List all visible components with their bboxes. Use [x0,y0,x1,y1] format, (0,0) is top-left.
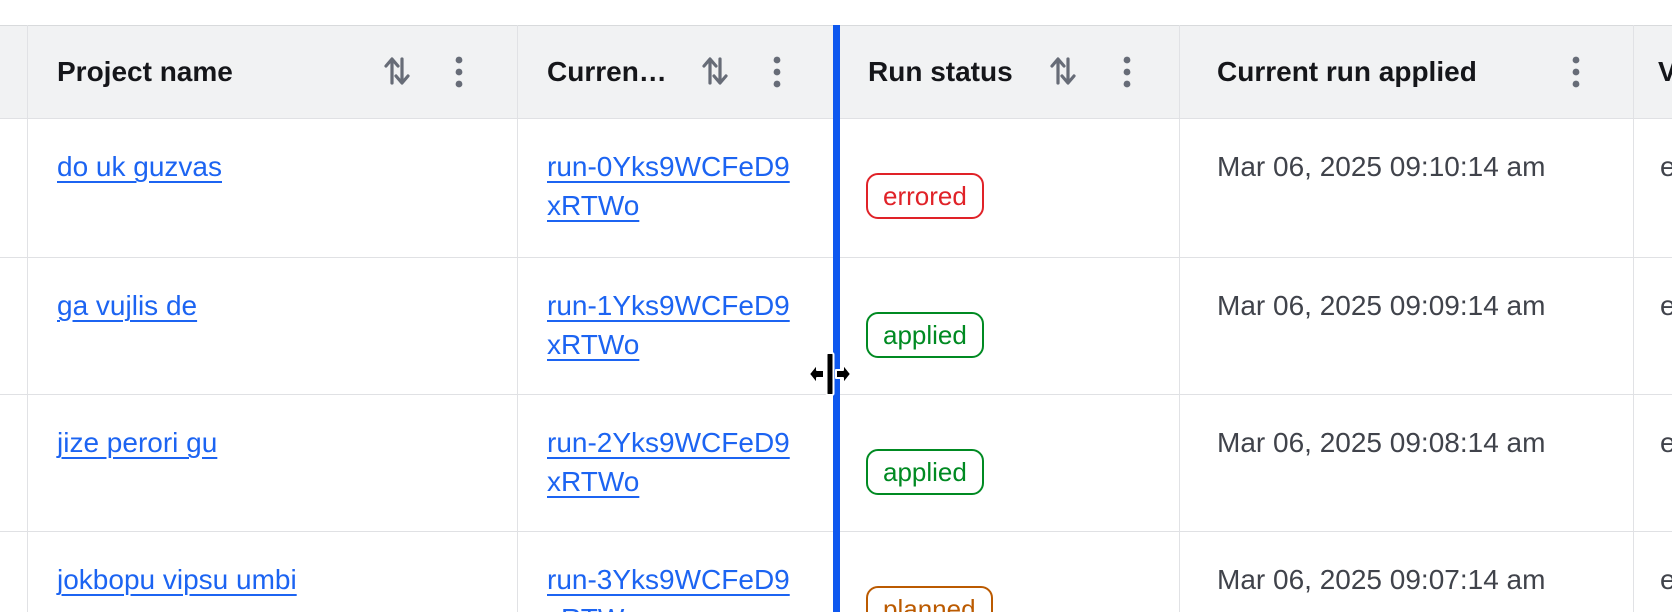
project-link[interactable]: jokbopu vipsu umbi [57,564,297,595]
column-border [1179,25,1180,612]
column-header-current-run-applied[interactable]: Current run applied [1217,55,1477,87]
column-border [1633,25,1634,612]
run-link[interactable]: run-2Yks9WCFeD9xRTWo [547,427,790,497]
clipped-next-column-text: e [1660,290,1672,321]
clipped-next-column-text: e [1660,151,1672,182]
column-border [517,25,518,612]
current-run-applied-timestamp: Mar 06, 2025 09:10:14 am [1217,151,1546,182]
column-header-next-clipped: V [1658,55,1672,87]
column-menu-kebab-icon[interactable] [455,56,463,88]
column-menu-kebab-icon[interactable] [1123,56,1131,88]
sort-icon[interactable] [383,54,411,88]
sort-icon[interactable] [701,54,729,88]
clipped-next-column-text: e [1660,427,1672,458]
run-link[interactable]: run-1Yks9WCFeD9xRTWo [547,290,790,360]
column-header-run-status[interactable]: Run status [868,55,1013,87]
project-link[interactable]: ga vujlis de [57,290,198,321]
clipped-next-column-text: e [1660,564,1672,595]
current-run-applied-timestamp: Mar 06, 2025 09:08:14 am [1217,427,1546,458]
project-link[interactable]: jize perori gu [57,427,218,458]
current-run-applied-timestamp: Mar 06, 2025 09:07:14 am [1217,564,1546,595]
column-resize-indicator[interactable] [833,25,840,612]
column-header-project-name[interactable]: Project name [57,55,233,87]
run-status-badge: applied [866,312,984,358]
sort-icon[interactable] [1049,54,1077,88]
column-border [27,25,28,612]
table-row: do uk guzvas run-0Yks9WCFeD9xRTWo errore… [0,118,1672,257]
column-menu-kebab-icon[interactable] [773,56,781,88]
project-link[interactable]: do uk guzvas [57,151,222,182]
current-run-applied-timestamp: Mar 06, 2025 09:09:14 am [1217,290,1546,321]
run-status-badge: applied [866,449,984,495]
column-menu-kebab-icon[interactable] [1572,56,1580,88]
run-link[interactable]: run-0Yks9WCFeD9xRTWo [547,151,790,221]
run-status-badge: planned [866,586,993,612]
column-header-current-run[interactable]: Curren… [547,55,667,87]
run-status-badge: errored [866,173,984,219]
run-link[interactable]: run-3Yks9WCFeD9xRTWo [547,564,790,612]
table-row: jokbopu vipsu umbi run-3Yks9WCFeD9xRTWo … [0,531,1672,612]
